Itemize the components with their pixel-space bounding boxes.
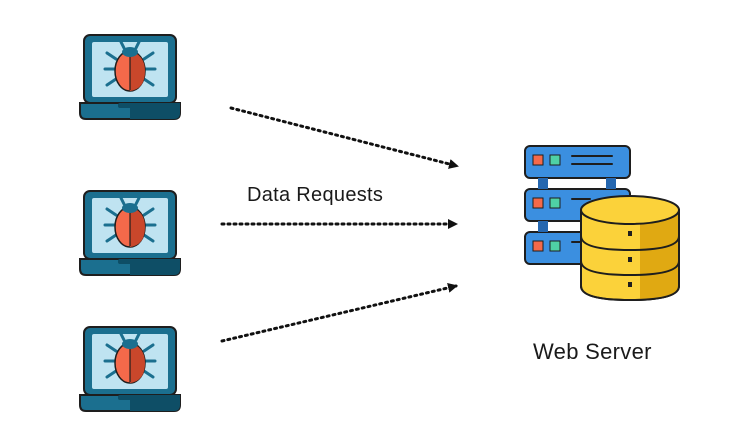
request-arrow-top (229, 106, 459, 169)
request-arrow-bottom (220, 282, 458, 343)
infected-laptop-icon (78, 33, 182, 121)
infected-laptop-icon (78, 325, 182, 413)
server-database-icon (524, 145, 680, 302)
infected-laptop-icon (78, 189, 182, 277)
data-requests-label: Data Requests (247, 184, 384, 206)
web-server-label: Web Server (533, 339, 652, 364)
